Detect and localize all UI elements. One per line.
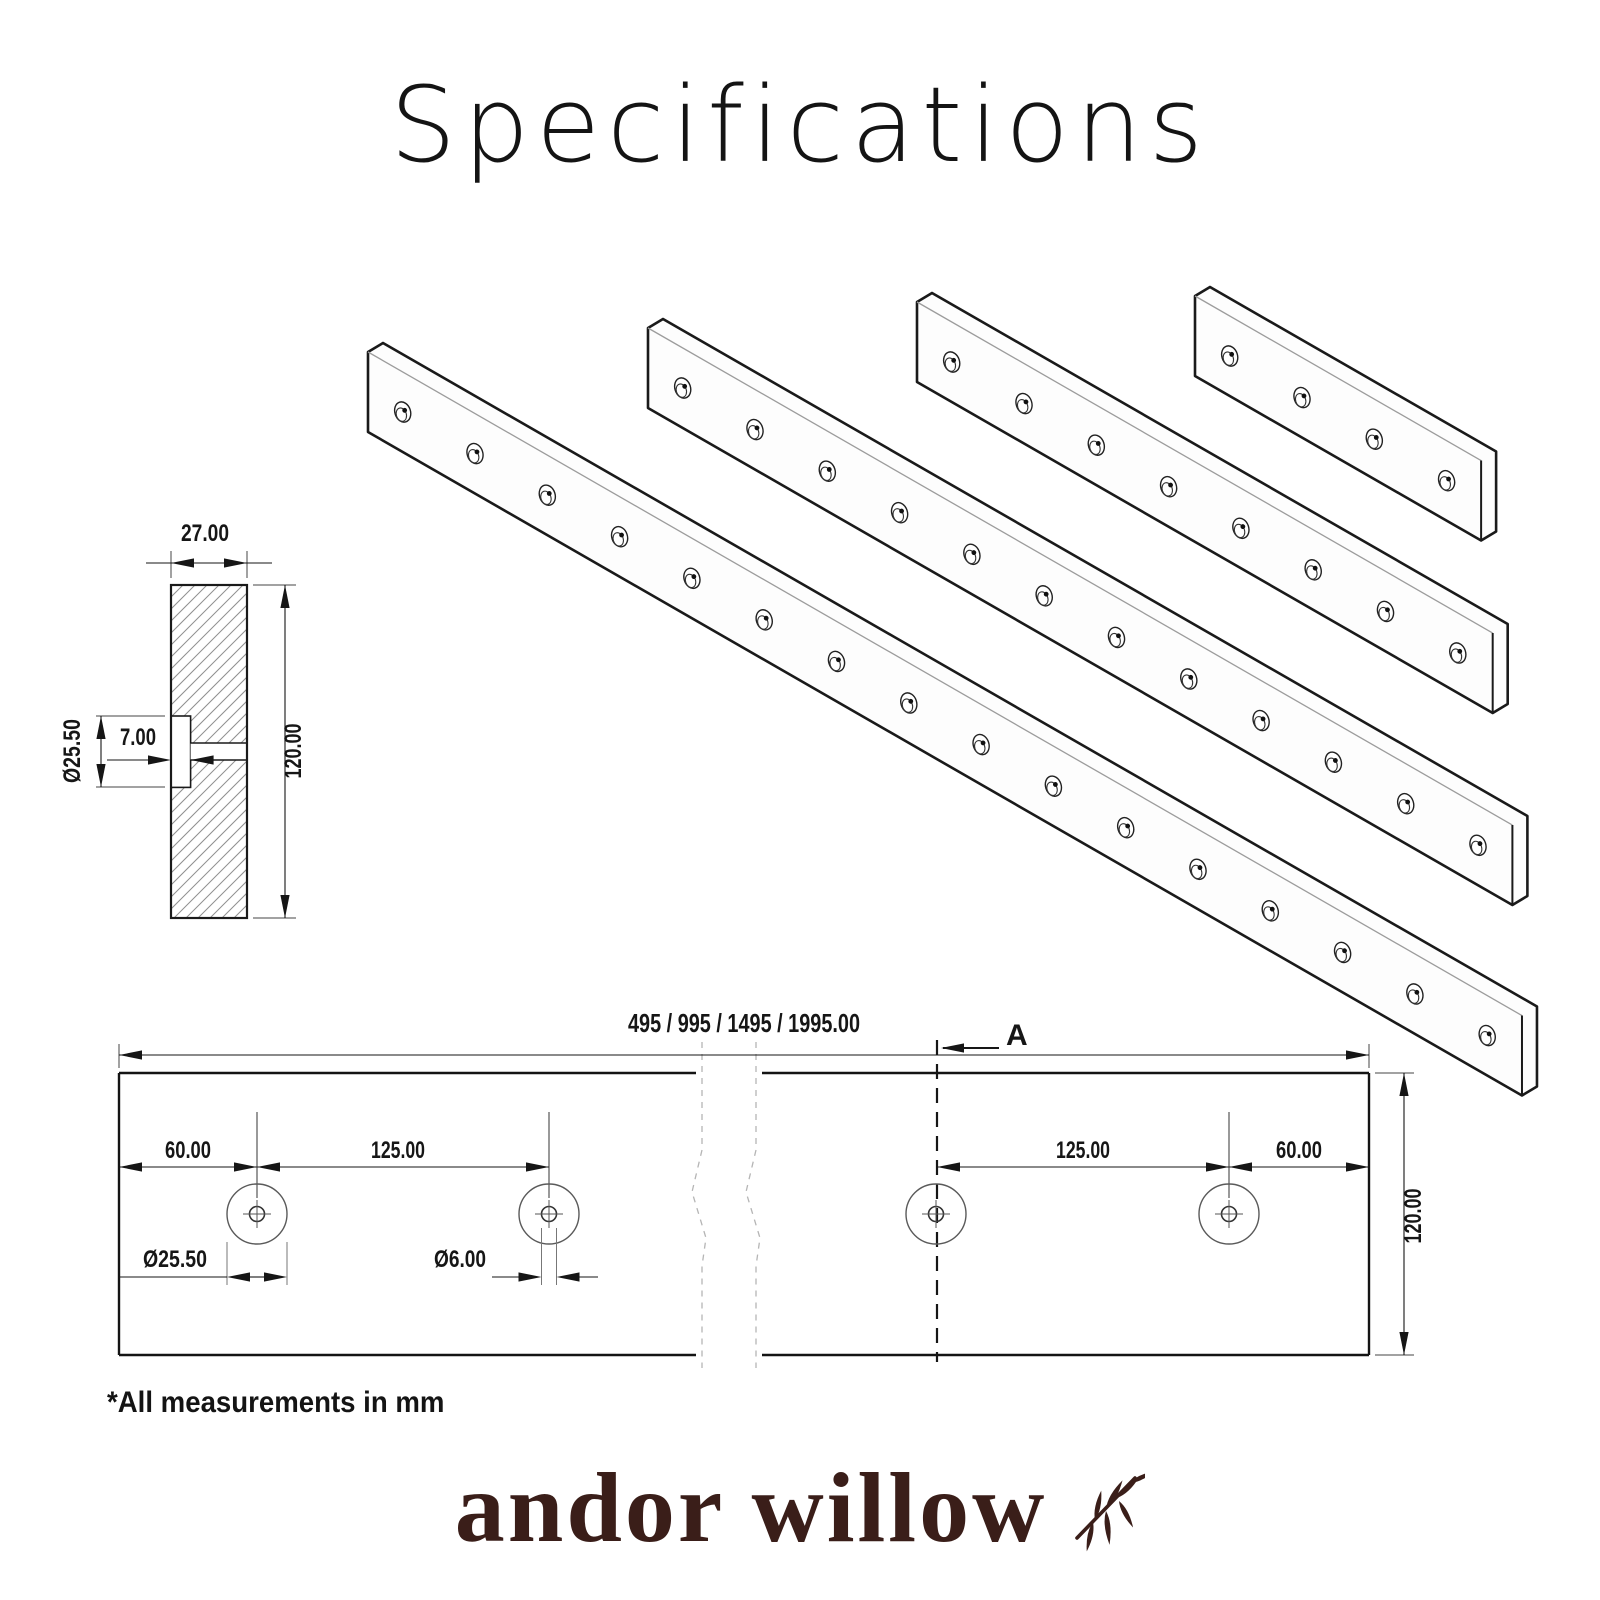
dim-section-height: 120.00 [280, 724, 307, 779]
counterbore-hole [1304, 559, 1322, 581]
counterbore-hole [1087, 434, 1106, 456]
iso-plate-1995mm [366, 341, 1539, 1097]
brand-logo: andor willow [0, 1458, 1600, 1558]
counterbore-hole [1437, 469, 1456, 492]
counterbore-hole [1015, 392, 1033, 415]
counterbore-hole [1232, 517, 1250, 540]
page-title: Specifications [390, 64, 1210, 186]
counterbore-hole [1469, 834, 1487, 857]
dim-right-hole-pitch: 125.00 [1056, 1137, 1110, 1164]
counterbore-hole [755, 609, 773, 631]
counterbore-hole [393, 401, 412, 423]
dim-left-hole-pitch: 125.00 [371, 1137, 425, 1164]
counterbore-hole [1406, 983, 1424, 1005]
dim-left-edge-offset: 60.00 [165, 1137, 211, 1164]
counterbore-hole [1449, 642, 1467, 664]
section-a-label: A [1006, 1019, 1028, 1052]
section-view: 27.00 120.00 Ø25.50 7.00 [59, 520, 307, 920]
counterbore-hole [827, 650, 846, 673]
dim-front-height: 120.00 [1400, 1189, 1427, 1244]
dim-front-counterbore-dia: Ø25.50 [143, 1246, 207, 1273]
counterbore-hole [610, 525, 629, 548]
counterbore-hole [1365, 428, 1384, 450]
dim-section-thickness: 27.00 [181, 520, 229, 547]
counterbore-hole [1478, 1024, 1496, 1047]
counterbore-hole [1376, 600, 1395, 623]
counterbore-hole [1035, 585, 1053, 607]
counterbore-hole [1293, 386, 1311, 409]
front-view-hole [226, 1183, 288, 1245]
measurement-note: *All measurements in mm [107, 1386, 445, 1419]
counterbore-hole [1107, 626, 1126, 649]
front-view-hole [518, 1183, 580, 1245]
counterbore-hole [1333, 941, 1352, 964]
front-view-hole [905, 1183, 967, 1245]
counterbore-hole [972, 733, 990, 756]
counterbore-hole [1159, 475, 1178, 498]
dim-section-counterbore-depth: 7.00 [120, 724, 156, 751]
counterbore-hole [683, 567, 701, 590]
counterbore-hole [963, 543, 981, 566]
counterbore-hole [1180, 668, 1198, 690]
counterbore-hole [1220, 345, 1239, 367]
iso-plate-495mm [1193, 285, 1498, 542]
counterbore-hole [1044, 775, 1063, 797]
dim-right-edge-offset: 60.00 [1276, 1137, 1322, 1164]
dim-overall-length: 495 / 995 / 1495 / 1995.00 [628, 1008, 860, 1038]
counterbore-hole [673, 377, 692, 399]
counterbore-hole [1189, 858, 1207, 881]
counterbore-hole [538, 484, 557, 506]
dim-section-counterbore-dia: Ø25.50 [59, 719, 86, 783]
counterbore-hole [746, 418, 764, 441]
counterbore-hole [1261, 900, 1280, 922]
counterbore-hole [1324, 751, 1343, 773]
counterbore-hole [900, 692, 918, 714]
leaf-sprig-icon [1075, 1471, 1146, 1552]
iso-plate-1495mm [646, 317, 1529, 907]
counterbore-hole [466, 442, 484, 465]
counterbore-hole [1396, 792, 1415, 815]
iso-plate-995mm [915, 291, 1509, 715]
counterbore-hole [942, 351, 961, 373]
dim-front-hole-dia: Ø6.00 [434, 1246, 486, 1273]
front-view: 495 / 995 / 1495 / 1995.00 A 60.00 125.00 12… [117, 1008, 1427, 1368]
front-view-hole [1198, 1183, 1260, 1245]
counterbore-hole [818, 460, 837, 482]
counterbore-hole [1116, 816, 1135, 839]
counterbore-hole [890, 501, 909, 524]
counterbore-hole [1252, 709, 1270, 732]
brand-name: andor willow [454, 1452, 1048, 1563]
